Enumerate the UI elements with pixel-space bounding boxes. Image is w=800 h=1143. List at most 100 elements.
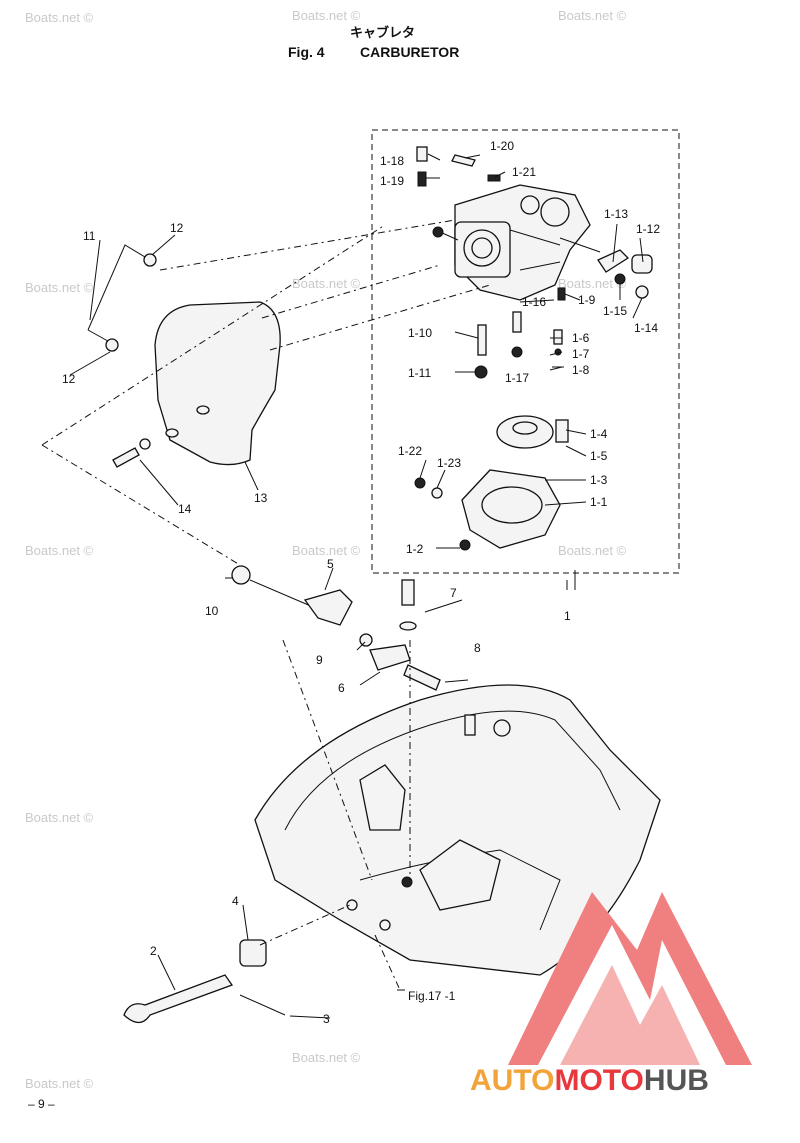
logo-text: AUTOMOTOHUB [470, 1064, 709, 1097]
callout-label: 1-8 [572, 363, 590, 377]
callout-label: 1-6 [572, 331, 590, 345]
nut-1-14 [635, 285, 649, 299]
japanese-title: キャブレタ [350, 25, 415, 40]
screw-1-20 [451, 154, 476, 167]
screw-1-22 [414, 477, 426, 489]
callout-label: 1-12 [636, 222, 660, 236]
watermark-text: Boats.net © [25, 543, 94, 558]
watermark-text: Boats.net © [558, 543, 627, 558]
washer-1-23 [431, 487, 443, 499]
cover-hole [165, 428, 179, 438]
plate-6 [369, 644, 411, 671]
callout-label: 1-13 [604, 207, 628, 221]
callout-label: 6 [338, 681, 345, 695]
callout-label: 2 [150, 944, 157, 958]
screw-1-2 [459, 539, 471, 551]
callout-label: 1-16 [522, 295, 546, 309]
pin-3 [239, 994, 286, 1016]
washer-9 [359, 633, 373, 647]
logo-text-auto: AUTO [470, 1064, 554, 1097]
callouts: 1-20 1-18 1-21 1-19 1-13 1-12 1-16 1-9 1… [62, 139, 660, 1026]
silencer-cover [154, 301, 281, 466]
callout-label: 7 [450, 586, 457, 600]
callout-label: 1-11 [408, 366, 431, 380]
callout-label: 1-22 [398, 444, 422, 458]
watermark-text: Boats.net © [558, 276, 627, 291]
clip-12 [105, 338, 119, 352]
jet-1-16 [512, 311, 522, 333]
float-hole [512, 421, 538, 435]
callout-label: 1-18 [380, 154, 404, 168]
watermark-text: Boats.net © [292, 276, 361, 291]
logo-text-hub: HUB [644, 1064, 709, 1097]
callout-label: 12 [170, 221, 184, 235]
watermark-text: Boats.net © [25, 10, 94, 25]
callout-label: 13 [254, 491, 268, 505]
callout-label: 1-10 [408, 326, 432, 340]
page-number: – 9 – [28, 1097, 55, 1111]
leader-lines [41, 219, 491, 991]
callout-label: 1-15 [603, 304, 627, 318]
callout-lines [69, 153, 644, 1019]
bolt-7 [401, 579, 415, 606]
screw-1-18 [416, 146, 428, 162]
spring-1-19 [417, 171, 427, 187]
watermark-text: Boats.net © [292, 543, 361, 558]
logo-text-moto: MOTO [554, 1064, 643, 1097]
callout-label: 1-4 [590, 427, 608, 441]
callout-label: 14 [178, 502, 192, 516]
nut-1-17 [511, 346, 523, 358]
nut-1-11 [474, 365, 488, 379]
grommet-4 [239, 939, 267, 967]
callout-label: 5 [327, 557, 334, 571]
callout-label: 1-1 [590, 495, 608, 509]
callout-label: 1-9 [578, 293, 596, 307]
lower-cowling [254, 684, 661, 976]
callout-label: 1-5 [590, 449, 608, 463]
watermark-text: Boats.net © [25, 1076, 94, 1091]
figure-number: Fig. 4 [288, 44, 325, 60]
washer-1-15 [614, 273, 626, 285]
callout-label: 1-19 [380, 174, 404, 188]
watermark-text: Boats.net © [25, 280, 94, 295]
callout-label: 8 [474, 641, 481, 655]
bolt-8 [403, 664, 441, 691]
jet-1-9 [557, 287, 566, 301]
figure-title: CARBURETOR [360, 44, 459, 60]
logo-triangle-icon [508, 892, 752, 1065]
callout-label: 11 [83, 229, 96, 243]
callout-label: 1-14 [634, 321, 658, 335]
callout-label: 1-17 [505, 371, 529, 385]
callout-label: 1 [564, 609, 571, 623]
figure-reference: Fig.17 -1 [408, 989, 456, 1003]
carburetor-body [432, 184, 601, 301]
watermark-text: Boats.net © [25, 810, 94, 825]
watermark-text: Boats.net © [292, 1050, 361, 1065]
callout-label: 1-2 [406, 542, 424, 556]
callout-label: 10 [205, 604, 219, 618]
carburetor-assembly-box [371, 129, 680, 574]
washer-14 [139, 438, 151, 450]
callout-label: 3 [323, 1012, 330, 1026]
bowl-inner [481, 486, 543, 524]
callout-label: 1-3 [590, 473, 608, 487]
grommet-10 [231, 565, 251, 585]
callout-label: 1-21 [512, 165, 536, 179]
washer-7 [399, 621, 417, 631]
float-pin-1-5 [555, 419, 569, 443]
callout-label: 1-20 [490, 139, 514, 153]
callout-label: 9 [316, 653, 323, 667]
pilot-screw-1-10 [477, 324, 487, 356]
watermark-text: Boats.net © [558, 8, 627, 23]
callout-label: 4 [232, 894, 239, 908]
callout-label: 1-7 [572, 347, 590, 361]
logo-triangle-inner [560, 965, 700, 1065]
watermark-text: Boats.net © [292, 8, 361, 23]
spring-1-21 [487, 174, 501, 182]
callout-label: 1-23 [437, 456, 461, 470]
screw-14 [112, 447, 140, 468]
automotohub-logo: AUTOMOTOHUB [470, 892, 752, 1097]
choke-knob-2 [123, 974, 234, 1024]
callout-label: 12 [62, 372, 76, 386]
